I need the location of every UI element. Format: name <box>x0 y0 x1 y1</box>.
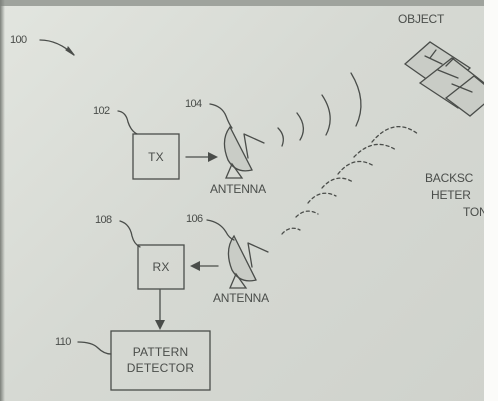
tx-label: TX <box>148 150 164 164</box>
rx-ref-number: 108 <box>95 214 112 226</box>
rx-antenna-dish-icon <box>227 234 269 289</box>
object-satellite-icon <box>403 41 498 117</box>
tx-antenna-ref-number: 104 <box>185 98 202 110</box>
tx-antenna-ref-leader <box>209 103 233 129</box>
screen-top-edge <box>0 0 498 6</box>
figure-ref-arrowhead <box>65 46 75 56</box>
rx-ref-leader <box>119 220 141 248</box>
tx-ref-leader <box>117 110 138 135</box>
rx-arrowhead <box>190 261 200 271</box>
tx-box <box>132 133 180 180</box>
backscatter-label-line1: BACKSC <box>425 171 474 185</box>
backscatter-label-line3: TON <box>463 205 488 219</box>
right-edge-occluder <box>484 0 498 401</box>
detector-arrowhead <box>155 320 165 330</box>
rx-antenna-ref-number: 106 <box>186 213 203 225</box>
rx-label: RX <box>152 260 170 274</box>
backscatter-wave-arcs <box>281 126 419 235</box>
detector-label-line2: DETECTOR <box>126 361 195 375</box>
transmit-wave-arcs <box>277 72 362 147</box>
tx-ref-number: 102 <box>93 105 110 117</box>
object-label: OBJECT <box>398 12 445 26</box>
tx-antenna-dish-icon <box>223 125 265 179</box>
rx-antenna-ref-leader <box>206 219 235 241</box>
screen-left-edge <box>0 0 5 401</box>
rx-box <box>137 244 185 290</box>
detector-label-line1: PATTERN <box>132 345 189 359</box>
backscatter-label-line2: HETER <box>431 188 471 202</box>
tx-arrowhead <box>208 152 218 162</box>
detector-ref-leader <box>77 341 112 355</box>
figure-ref-number: 100 <box>10 34 27 46</box>
tx-antenna-label: ANTENNA <box>210 182 266 196</box>
pattern-detector-box <box>110 330 211 391</box>
detector-ref-number: 110 <box>55 336 71 348</box>
rx-antenna-label: ANTENNA <box>213 291 269 305</box>
